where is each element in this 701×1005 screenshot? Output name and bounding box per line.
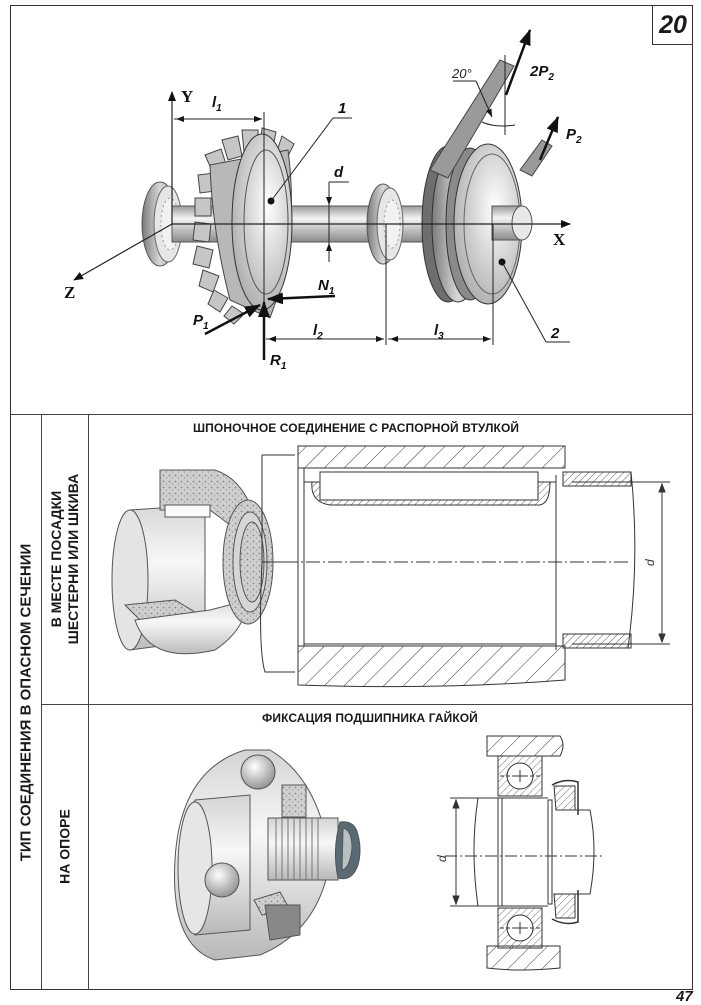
bevel-gear (192, 127, 295, 325)
gear-callout-label: 1 (338, 100, 346, 117)
task-number: 20 (652, 5, 693, 45)
r1-label: R1 (270, 352, 287, 372)
l2-label: l2 (313, 322, 323, 342)
table-col-divider-1 (41, 414, 42, 990)
table-row-divider (41, 704, 693, 705)
row2-title: ФИКСАЦИЯ ПОДШИПНИКА ГАЙКОЙ (262, 711, 478, 725)
row1-title: ШПОНОЧНОЕ СОЕДИНЕНИЕ С РАСПОРНОЙ ВТУЛКОЙ (193, 421, 520, 435)
keyed-joint-section (262, 445, 670, 688)
two-p2-label: 2P2 (529, 63, 554, 83)
angle-label: 20° (451, 66, 472, 81)
table-top-border (10, 414, 693, 415)
l1-label: l1 (212, 94, 222, 114)
diameter-label: d (334, 164, 344, 181)
pulley-callout-label: 2 (550, 325, 560, 342)
force-vectors (204, 29, 560, 360)
shaft-scheme: Y X Z l1 l2 (64, 29, 582, 372)
row2-label: НА ОПОРЕ (56, 809, 73, 884)
coordinate-axes (73, 91, 571, 281)
hub-3d-view (111, 469, 274, 655)
row1-label-line1: В МЕСТЕ ПОСАДКИ (48, 490, 64, 628)
keyed-joint-drawing: d (111, 445, 670, 688)
p2-label: P2 (566, 126, 582, 146)
page-number: 47 (676, 988, 693, 1005)
z-axis-label: Z (64, 283, 75, 302)
l3-label: l3 (434, 322, 444, 342)
row1-label-line2: ШЕСТЕРНИ ИЛИ ШКИВА (65, 473, 81, 645)
row1-label: В МЕСТЕ ПОСАДКИ ШЕСТЕРНИ ИЛИ ШКИВА (48, 414, 82, 704)
p1-label: P1 (193, 312, 209, 332)
bearing-3d-view (174, 749, 361, 961)
y-axis-label: Y (181, 87, 193, 106)
bearing-nut-drawing: d (174, 735, 602, 971)
n1-label: N1 (318, 277, 335, 297)
row-header-label: ТИП СОЕДИНЕНИЯ В ОПАСНОМ СЕЧЕНИИ (17, 543, 35, 862)
row2-diameter-label: d (435, 855, 449, 862)
table-col-divider-2 (88, 414, 89, 990)
pulley (421, 59, 553, 305)
bearing-nut-section (445, 735, 602, 971)
page-frame (10, 5, 693, 990)
row1-diameter-label: d (643, 559, 657, 566)
x-axis-label: X (553, 230, 566, 249)
